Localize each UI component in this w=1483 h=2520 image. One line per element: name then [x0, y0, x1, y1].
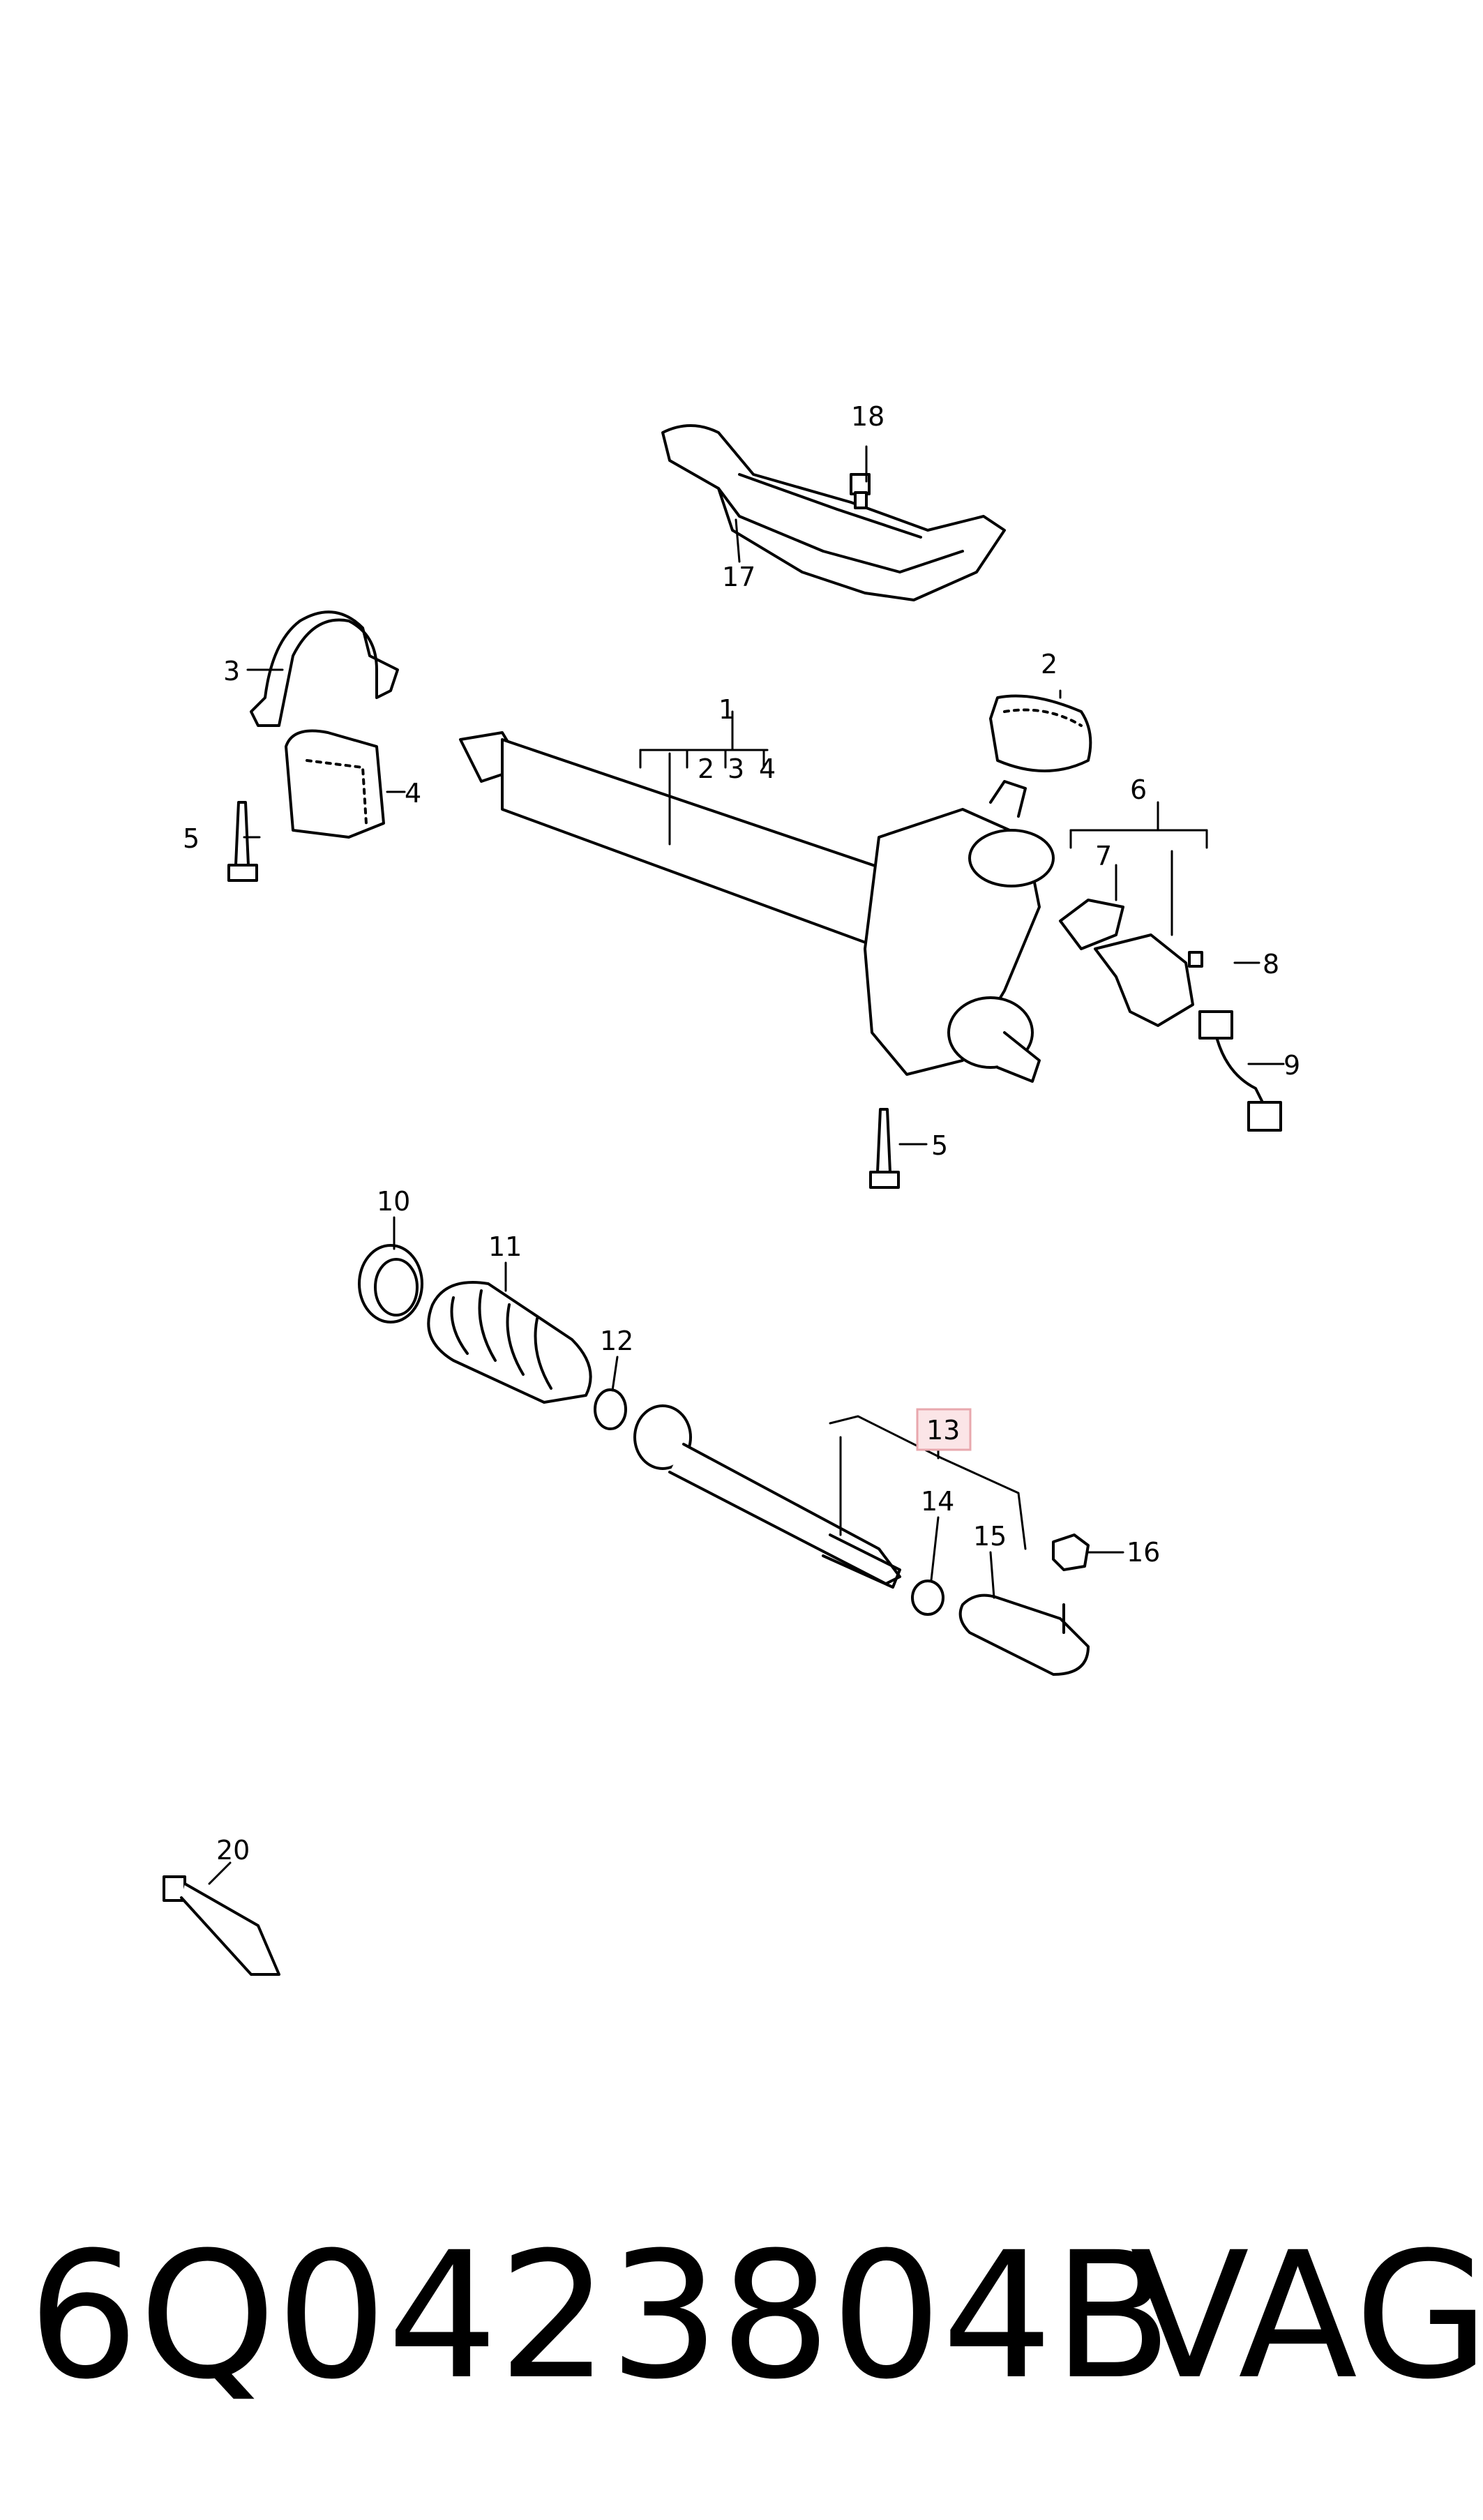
callout-labels: 18 17 3 4 5 1 2 3 4 2 6 7 8 9 5 10 11 12… [183, 401, 1300, 1866]
part-14-nut[interactable] [911, 1580, 944, 1616]
callout-1-sub-2[interactable]: 2 [698, 753, 714, 784]
callout-7[interactable]: 7 [1095, 841, 1112, 871]
part-7-gasket[interactable] [1059, 899, 1124, 950]
part-12-clip[interactable] [594, 1388, 627, 1430]
callout-9[interactable]: 9 [1283, 1050, 1300, 1081]
part-13-tie-rod[interactable] [633, 1404, 901, 1589]
callout-11[interactable]: 11 [488, 1231, 522, 1262]
part-15-tie-rod-end[interactable] [958, 1593, 1090, 1676]
part-16-nut[interactable] [1052, 1533, 1090, 1571]
part-20-grease-tube[interactable] [163, 1875, 280, 1976]
callout-12[interactable]: 12 [600, 1326, 633, 1356]
part-1-steering-rack[interactable] [459, 731, 1055, 1083]
brand-label: VAG [1130, 2214, 1483, 2417]
part-3-clamp[interactable] [250, 610, 399, 727]
callout-5-lower[interactable]: 5 [931, 1130, 948, 1161]
part-5-bolt-lower[interactable] [869, 1108, 900, 1189]
part-10-clamp-ring[interactable] [358, 1244, 423, 1323]
leader-lines [208, 445, 1285, 1885]
callout-5[interactable]: 5 [183, 823, 200, 854]
part-9-wiring-harness[interactable] [1198, 1010, 1282, 1132]
callout-6[interactable]: 6 [1130, 774, 1147, 805]
part-6-sensor-unit[interactable] [1094, 933, 1194, 1027]
callout-20[interactable]: 20 [216, 1835, 250, 1866]
callout-4[interactable]: 4 [405, 778, 421, 809]
callout-10[interactable]: 10 [377, 1186, 410, 1217]
part-17-bracket[interactable] [661, 424, 1006, 601]
callout-1[interactable]: 1 [718, 694, 735, 725]
callout-3[interactable]: 3 [223, 656, 240, 687]
callout-18[interactable]: 18 [851, 401, 884, 432]
part-4-bushing[interactable] [285, 729, 385, 839]
highlight-box-13 [916, 1408, 972, 1451]
callout-17[interactable]: 17 [722, 562, 755, 592]
part-5-bolt-left[interactable] [227, 801, 258, 882]
callout-14[interactable]: 14 [921, 1486, 954, 1517]
part-11-boot[interactable] [427, 1281, 592, 1404]
callout-15[interactable]: 15 [973, 1521, 1007, 1552]
callout-13[interactable]: 13 [926, 1415, 960, 1446]
callout-8[interactable]: 8 [1263, 949, 1279, 980]
callout-2[interactable]: 2 [1041, 649, 1057, 680]
part-8-screw[interactable] [1188, 951, 1203, 968]
part-2-mount[interactable] [989, 694, 1092, 772]
part-number: 6Q0423804B [28, 2214, 1173, 2417]
callout-1-sub-3[interactable]: 3 [728, 753, 744, 784]
callout-16[interactable]: 16 [1127, 1537, 1160, 1568]
callout-1-sub-4[interactable]: 4 [759, 753, 776, 784]
